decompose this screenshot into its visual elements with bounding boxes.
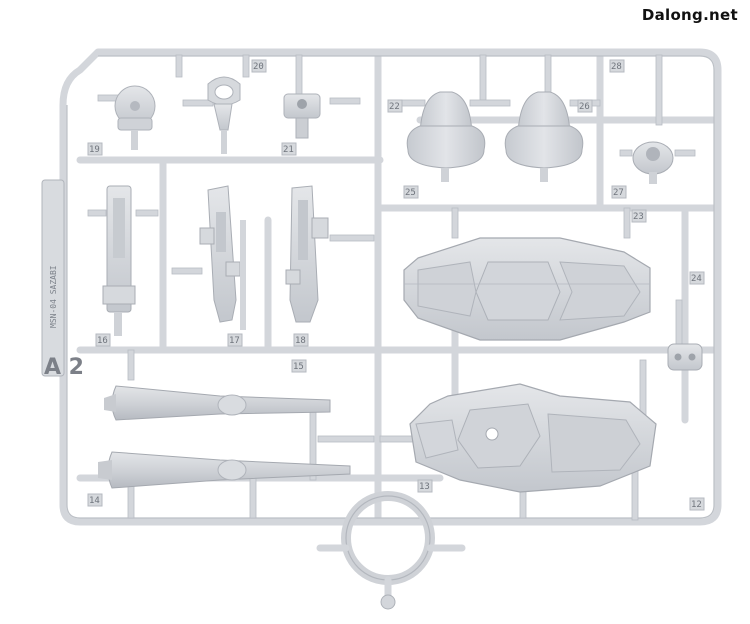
gate-label-13: 13 [419, 482, 430, 492]
gate-label-27: 27 [613, 188, 624, 198]
gate-label-12: 12 [691, 500, 702, 510]
gate-number-tags: 19 20 21 22 28 26 27 23 24 16 17 18 15 1… [87, 59, 705, 511]
part-beam-17 [199, 185, 246, 330]
part-ball-joint-19 [114, 85, 156, 150]
gate-label-16: 16 [97, 336, 108, 346]
gate-label-24: 24 [691, 274, 702, 284]
gate-label-19: 19 [89, 145, 100, 155]
runner-frame [59, 48, 722, 526]
gate-label-20: 20 [253, 62, 264, 72]
part-cone-26 [504, 91, 584, 182]
part-ring [316, 491, 466, 604]
part-long-tapered-15 [104, 385, 331, 421]
gate-label-22: 22 [389, 102, 400, 112]
part-long-tapered-14 [98, 451, 351, 489]
gate-label-28: 28 [611, 62, 622, 72]
part-armor-plate-upper [403, 237, 651, 341]
part-ring-knob [380, 594, 396, 610]
runner-side-text: MSN-04 SAZABI [49, 265, 58, 328]
gate-label-15: 15 [293, 362, 304, 372]
gate-label-18: 18 [295, 336, 306, 346]
runner-tag: A 2 [44, 355, 84, 380]
part-socket-27 [632, 141, 674, 184]
watermark: Dalong.net [641, 6, 738, 24]
part-beam-18 [285, 185, 329, 323]
part-armor-plate-lower [409, 383, 657, 493]
part-cone-25 [406, 91, 486, 182]
gate-label-26: 26 [579, 102, 590, 112]
gate-label-21: 21 [283, 145, 294, 155]
part-ring-clip-20 [207, 76, 241, 154]
gate-label-23: 23 [633, 212, 644, 222]
gate-stubs [87, 54, 696, 521]
part-connector-21 [283, 93, 321, 139]
runner-tag-strip: A 2 MSN-04 SAZABI [41, 179, 84, 380]
runner-frame-shading [66, 55, 715, 519]
part-beam-16 [102, 185, 136, 336]
gate-label-25: 25 [405, 188, 416, 198]
gate-label-14: 14 [89, 496, 100, 506]
part-clip-24 [667, 343, 703, 371]
gate-label-17: 17 [229, 336, 240, 346]
